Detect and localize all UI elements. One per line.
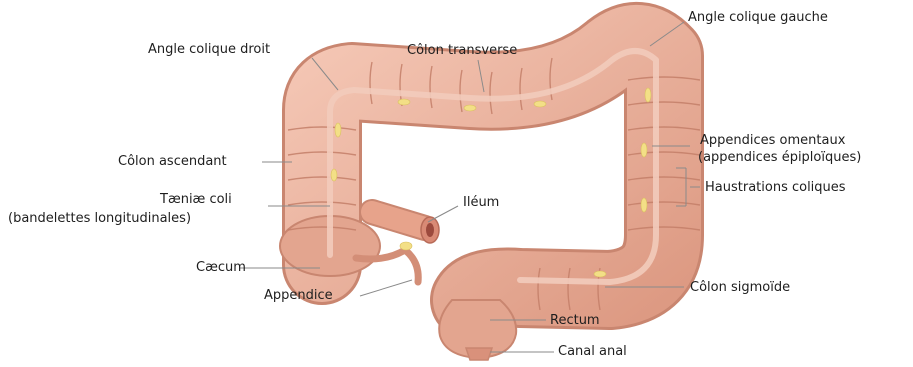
label-colon-ascendant: Côlon ascendant (118, 154, 227, 170)
label-colon-transverse: Côlon transverse (407, 43, 517, 59)
rectum-shape (439, 300, 516, 360)
label-bandelettes-longitudinales: (bandelettes longitudinales) (8, 211, 191, 227)
label-angle-colique-droit: Angle colique droit (148, 42, 270, 58)
label-caecum: Cæcum (196, 260, 246, 276)
label-appendices-epiploiques: (appendices épiploïques) (698, 150, 861, 166)
ileum-shape (372, 212, 439, 243)
label-taeniae-coli: Tæniæ coli (160, 192, 232, 208)
label-appendices-omentaux: Appendices omentaux (700, 133, 845, 149)
label-colon-sigmoide: Côlon sigmoïde (690, 280, 790, 296)
label-angle-colique-gauche: Angle colique gauche (688, 10, 828, 26)
label-appendice: Appendice (264, 288, 333, 304)
label-canal-anal: Canal anal (558, 344, 627, 360)
label-rectum: Rectum (550, 313, 600, 329)
label-ileum: Iléum (463, 195, 499, 211)
label-haustrations-coliques: Haustrations coliques (705, 180, 846, 196)
